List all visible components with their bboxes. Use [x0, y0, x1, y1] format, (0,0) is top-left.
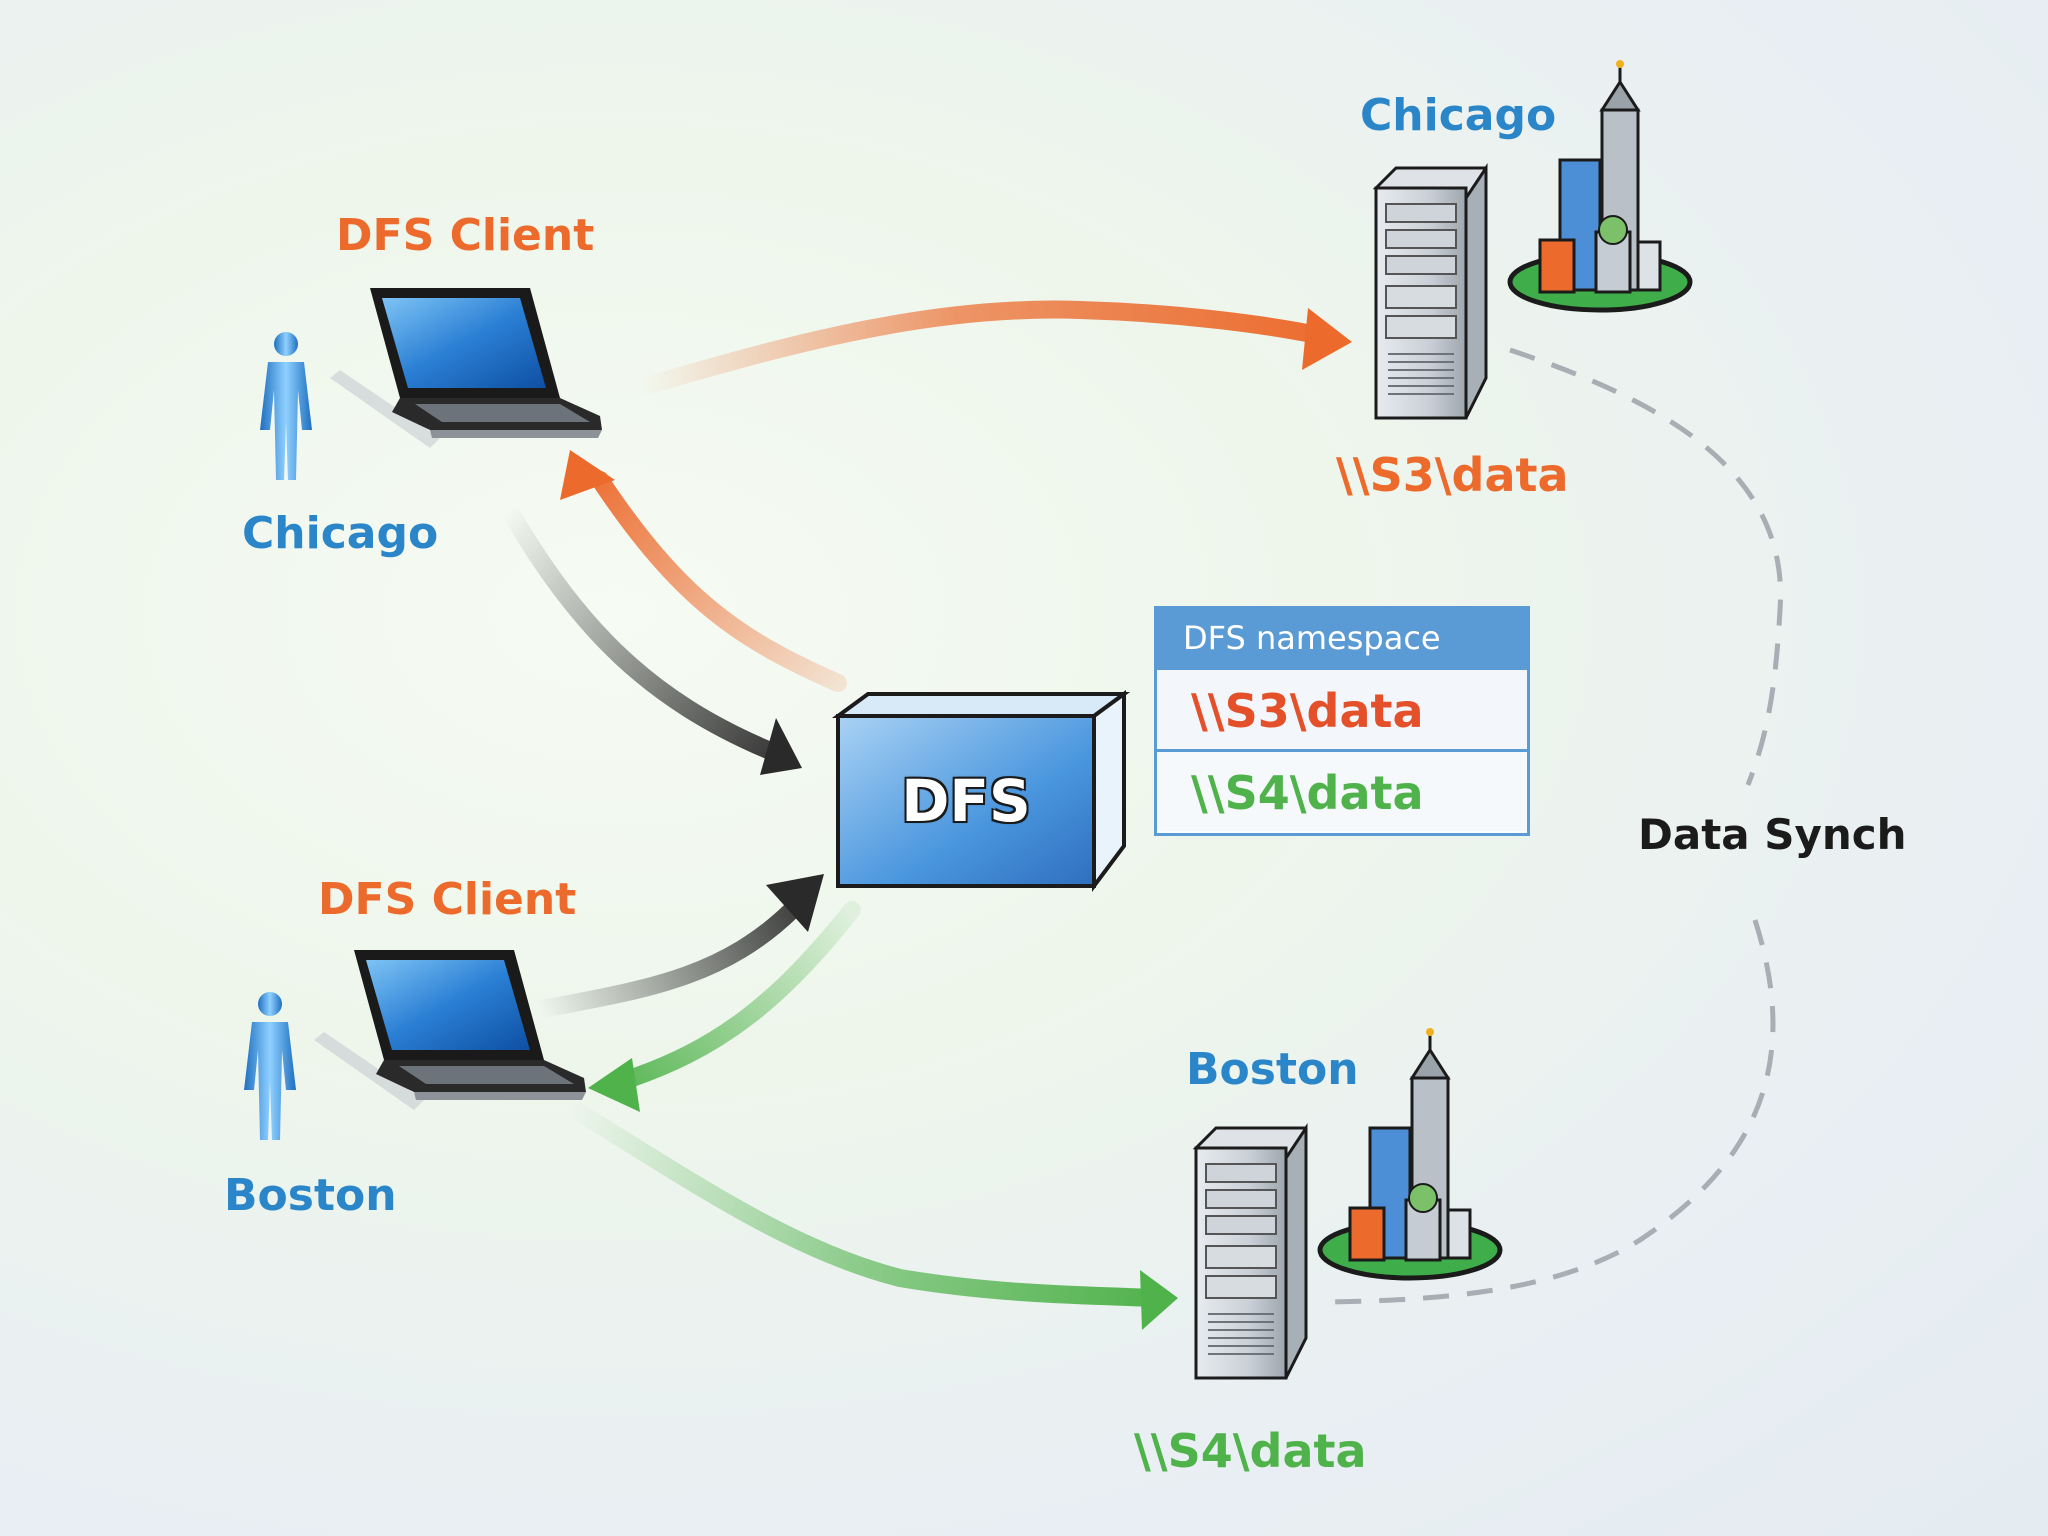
- arrow-icon: [1140, 1270, 1178, 1330]
- arrow-chicago-client-to-s3: [631, 300, 1352, 397]
- arrow-icon: [560, 450, 615, 500]
- laptop-icon-chicago: [330, 288, 602, 448]
- dfs-box-icon: [831, 690, 1131, 892]
- boston-client-role-label: DFS Client: [318, 874, 577, 925]
- arrow-boston-client-to-dfs: [529, 874, 824, 1019]
- data-synch-label: Data Synch: [1638, 810, 1907, 859]
- person-icon-chicago: [260, 332, 312, 480]
- arrow-icon: [1302, 308, 1352, 370]
- person-icon-boston: [244, 992, 296, 1140]
- arrow-icon: [760, 718, 802, 775]
- chicago-server-share-label: \\S3\data: [1336, 448, 1569, 502]
- server-tower-icon-boston: [1192, 1123, 1308, 1380]
- chicago-client-city-label: Chicago: [242, 508, 439, 559]
- boston-server-city-label: Boston: [1186, 1044, 1359, 1095]
- boston-server-share-label: \\S4\data: [1134, 1424, 1367, 1478]
- arrow-chicago-client-to-dfs: [503, 506, 802, 775]
- chicago-client-role-label: DFS Client: [336, 210, 595, 261]
- arrow-boston-client-to-s4: [563, 1099, 1178, 1330]
- data-synch-curve-bottom: [1329, 919, 1776, 1305]
- arrow-dfs-referral-to-chicago-client: [560, 450, 847, 692]
- server-tower-icon-chicago: [1372, 163, 1488, 420]
- arrow-icon: [588, 1058, 640, 1112]
- city-icon-chicago: [1507, 60, 1693, 313]
- dfs-namespace-header: DFS namespace: [1157, 609, 1527, 667]
- arrow-dfs-referral-to-boston-client: [588, 901, 861, 1112]
- laptop-icon-boston: [314, 950, 586, 1110]
- dfs-server-label: DFS: [901, 767, 1031, 835]
- boston-client-city-label: Boston: [224, 1170, 397, 1221]
- namespace-entry-s3: \\S3\data: [1157, 667, 1527, 749]
- chicago-server-city-label: Chicago: [1360, 90, 1557, 141]
- namespace-entry-s4: \\S4\data: [1157, 749, 1527, 831]
- dfs-namespace-table: DFS namespace \\S3\data \\S4\data: [1154, 606, 1530, 836]
- city-icon-boston: [1317, 1028, 1503, 1281]
- arrow-icon: [766, 874, 824, 932]
- data-synch-curve-top: [1509, 347, 1784, 786]
